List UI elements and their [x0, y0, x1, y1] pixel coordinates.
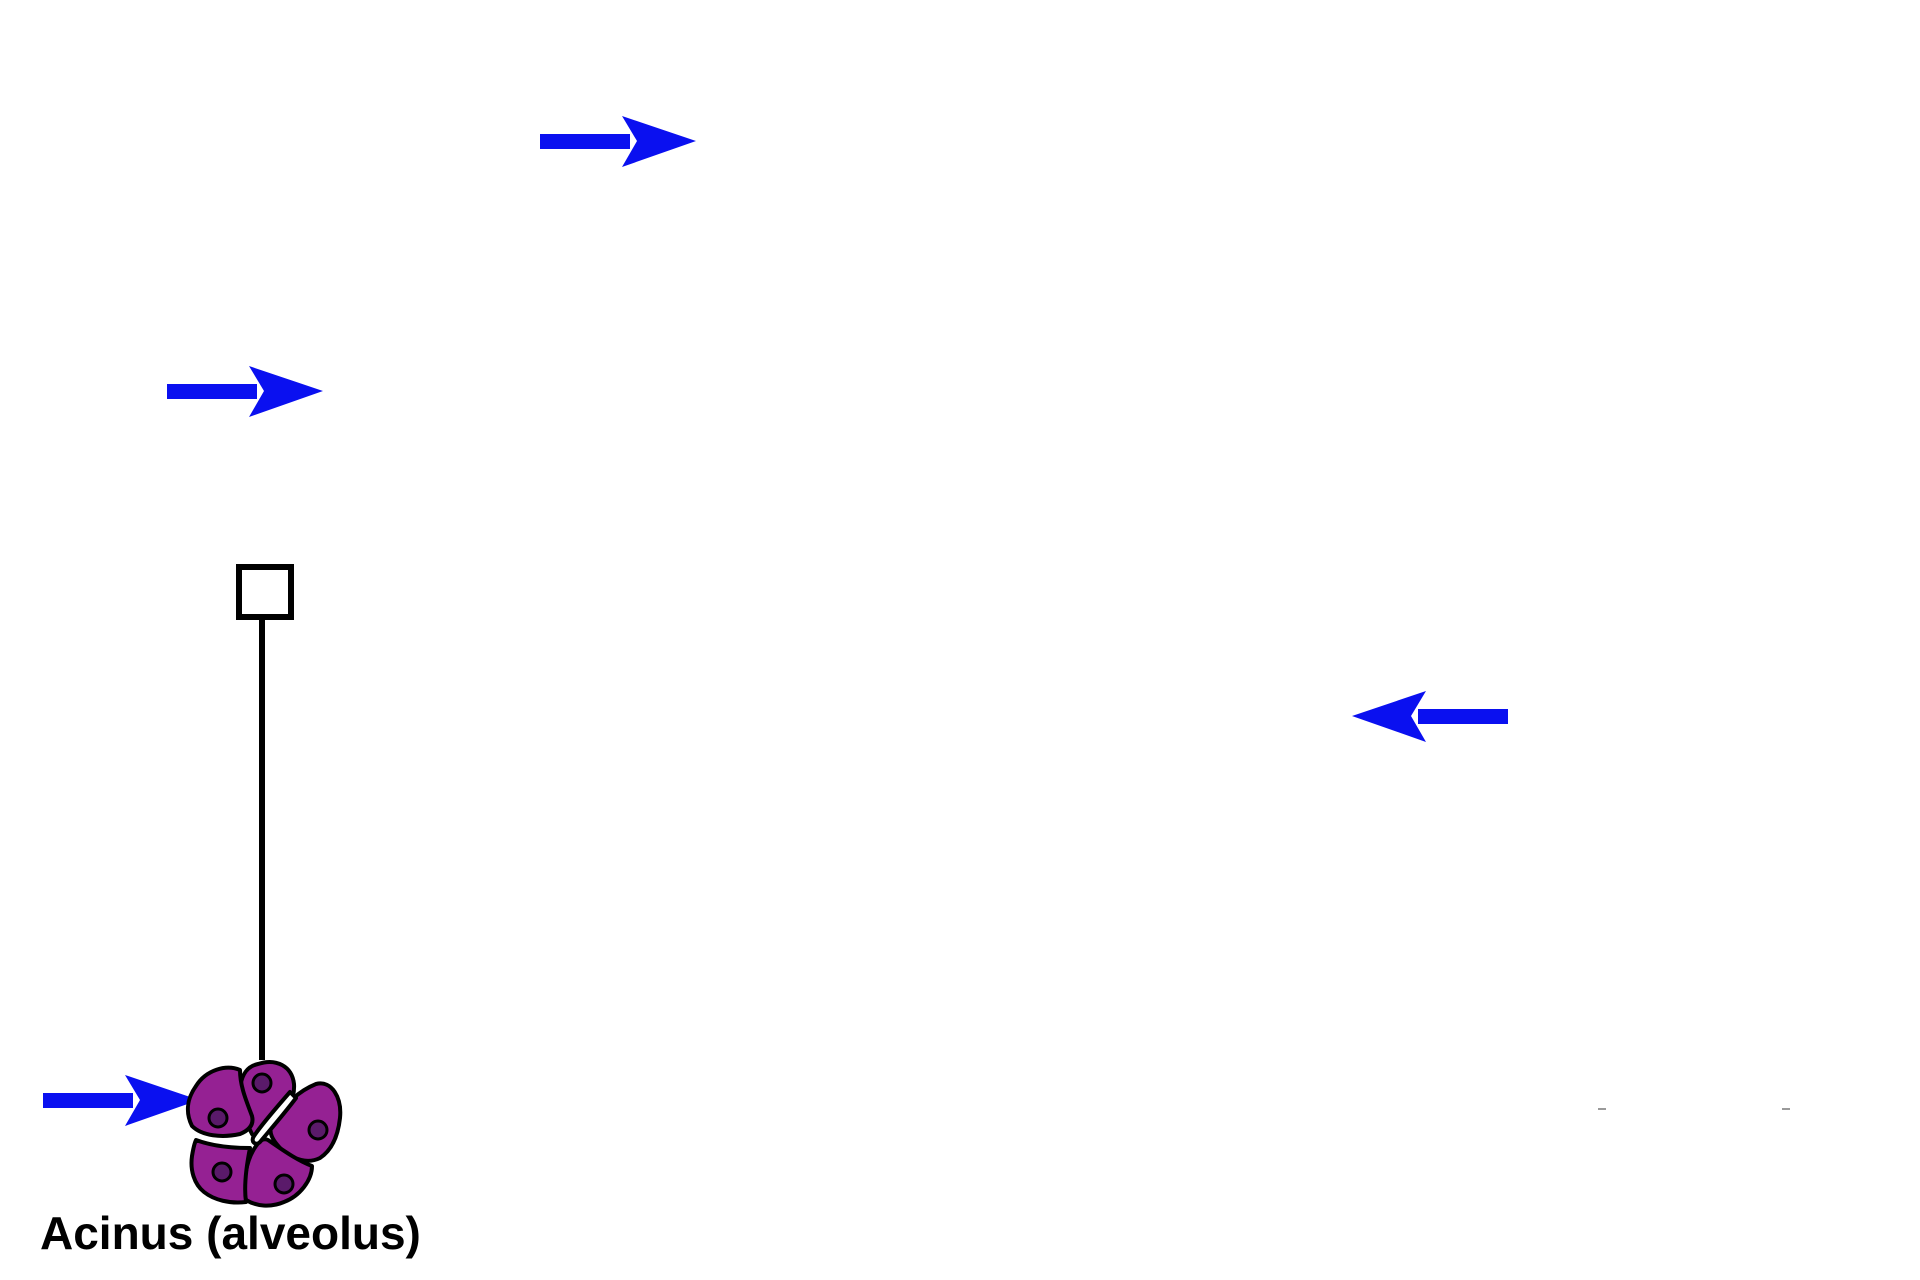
arrow-left-icon — [1352, 691, 1508, 742]
square-end-icon — [236, 564, 294, 620]
acinus-icon — [185, 1060, 343, 1208]
duct-line — [236, 564, 294, 1060]
arrow-right-icon — [540, 116, 696, 167]
acinus-label: Acinus (alveolus) — [40, 1207, 421, 1259]
faint-tick-mark — [1598, 1108, 1606, 1110]
arrow-right-icon — [167, 366, 323, 417]
arrow-right-icon — [43, 1075, 199, 1126]
faint-tick-mark — [1782, 1108, 1790, 1110]
